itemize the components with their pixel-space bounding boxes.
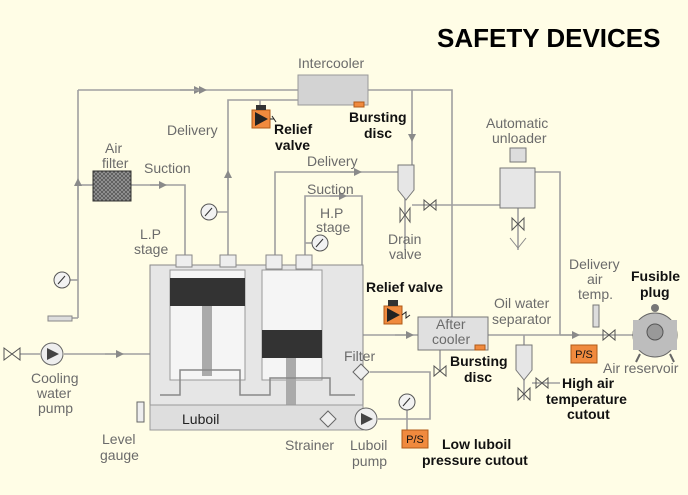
label-relief-valve-top-1: Relief bbox=[274, 121, 312, 137]
lp-piston bbox=[170, 278, 245, 306]
label-bursting-disc-top-2: disc bbox=[364, 125, 392, 141]
delivery-air-temp-sensor bbox=[592, 304, 600, 328]
label-low-luboil-2: pressure cutout bbox=[422, 452, 528, 468]
label-delivery-mid: Delivery bbox=[307, 153, 358, 169]
label-drain-valve-2: valve bbox=[389, 246, 422, 262]
svg-text:P/S: P/S bbox=[406, 434, 424, 446]
label-air-reservoir: Air reservoir bbox=[603, 360, 679, 376]
label-relief-valve-mid: Relief valve bbox=[366, 279, 443, 295]
label-cooling-pump-1: Cooling bbox=[31, 370, 78, 386]
pressure-gauge-lp bbox=[200, 203, 218, 221]
label-filter: Filter bbox=[344, 348, 375, 364]
label-strainer: Strainer bbox=[285, 437, 334, 453]
label-relief-valve-top-2: valve bbox=[275, 137, 310, 153]
label-bursting-disc-bottom-2: disc bbox=[464, 369, 492, 385]
label-delivery-top: Delivery bbox=[167, 122, 218, 138]
oil-water-separator bbox=[515, 344, 549, 402]
label-automatic-unloader-2: unloader bbox=[492, 130, 547, 146]
label-luboil-pump-1: Luboil bbox=[350, 437, 387, 453]
label-suction-left: Suction bbox=[144, 160, 191, 176]
fusible-plug-symbol bbox=[651, 304, 659, 312]
pressure-gauge-water bbox=[53, 271, 71, 289]
label-high-air-temp-2: temperature bbox=[546, 391, 627, 407]
drain-separator bbox=[397, 164, 437, 224]
after-cooler bbox=[417, 316, 489, 378]
intercooler bbox=[297, 74, 369, 108]
label-oil-water-separator-2: separator bbox=[492, 311, 551, 327]
label-cooling-pump-3: pump bbox=[38, 400, 73, 416]
label-fusible-plug-2: plug bbox=[640, 284, 670, 300]
label-air-filter-2: filter bbox=[102, 155, 129, 171]
filter-symbol bbox=[352, 363, 370, 381]
label-lp-stage-1: L.P bbox=[140, 226, 161, 242]
air-reservoir bbox=[632, 304, 678, 363]
air-filter bbox=[92, 170, 132, 202]
strainer-symbol bbox=[319, 410, 337, 428]
relief-valve-mid bbox=[383, 300, 411, 325]
label-lp-stage-2: stage bbox=[134, 241, 168, 257]
svg-text:P/S: P/S bbox=[575, 349, 593, 361]
label-delivery-air-temp-3: temp. bbox=[578, 286, 613, 302]
label-after-cooler-2: cooler bbox=[432, 331, 470, 347]
label-delivery-air-temp-2: air bbox=[587, 271, 603, 287]
label-oil-water-separator-1: Oil water bbox=[494, 295, 550, 311]
bursting-disc-top bbox=[353, 101, 365, 108]
label-bursting-disc-bottom-1: Bursting bbox=[450, 353, 508, 369]
label-luboil-pump-2: pump bbox=[352, 453, 387, 469]
label-level-gauge-2: gauge bbox=[100, 447, 139, 463]
bursting-disc-bottom bbox=[474, 344, 486, 351]
relief-valve-top bbox=[251, 105, 277, 129]
page-title: SAFETY DEVICES bbox=[437, 23, 660, 53]
level-gauge bbox=[136, 401, 145, 423]
label-low-luboil-1: Low luboil bbox=[442, 436, 511, 452]
ps-tag-luboil: P/S bbox=[401, 429, 429, 449]
pressure-gauge-luboil bbox=[398, 393, 416, 411]
label-high-air-temp-1: High air bbox=[562, 375, 615, 391]
label-cooling-pump-2: water bbox=[36, 385, 72, 401]
reservoir-valve bbox=[602, 328, 616, 342]
compressor bbox=[149, 254, 364, 431]
label-fusible-plug-1: Fusible bbox=[631, 268, 680, 284]
label-bursting-disc-top-1: Bursting bbox=[349, 109, 407, 125]
label-luboil: Luboil bbox=[182, 411, 219, 427]
label-hp-stage-2: stage bbox=[316, 219, 350, 235]
label-high-air-temp-3: cutout bbox=[567, 406, 610, 422]
thermometer-water bbox=[47, 315, 73, 322]
label-delivery-air-temp-1: Delivery bbox=[569, 256, 620, 272]
label-suction-mid: Suction bbox=[307, 181, 354, 197]
label-air-filter-1: Air bbox=[105, 140, 122, 156]
label-intercooler: Intercooler bbox=[298, 55, 364, 71]
label-after-cooler-1: After bbox=[436, 316, 466, 332]
luboil-pump bbox=[354, 407, 378, 431]
label-level-gauge-1: Level bbox=[102, 431, 135, 447]
hp-piston bbox=[262, 330, 322, 358]
ps-tag-high-temp: P/S bbox=[570, 344, 598, 364]
cooling-water-pump bbox=[40, 342, 64, 366]
automatic-unloader bbox=[499, 147, 536, 249]
label-automatic-unloader-1: Automatic bbox=[486, 115, 548, 131]
label-hp-stage-1: H.P bbox=[320, 205, 343, 221]
label-drain-valve-1: Drain bbox=[388, 231, 421, 247]
inlet-valve bbox=[3, 347, 21, 361]
pressure-gauge-hp bbox=[311, 234, 329, 252]
